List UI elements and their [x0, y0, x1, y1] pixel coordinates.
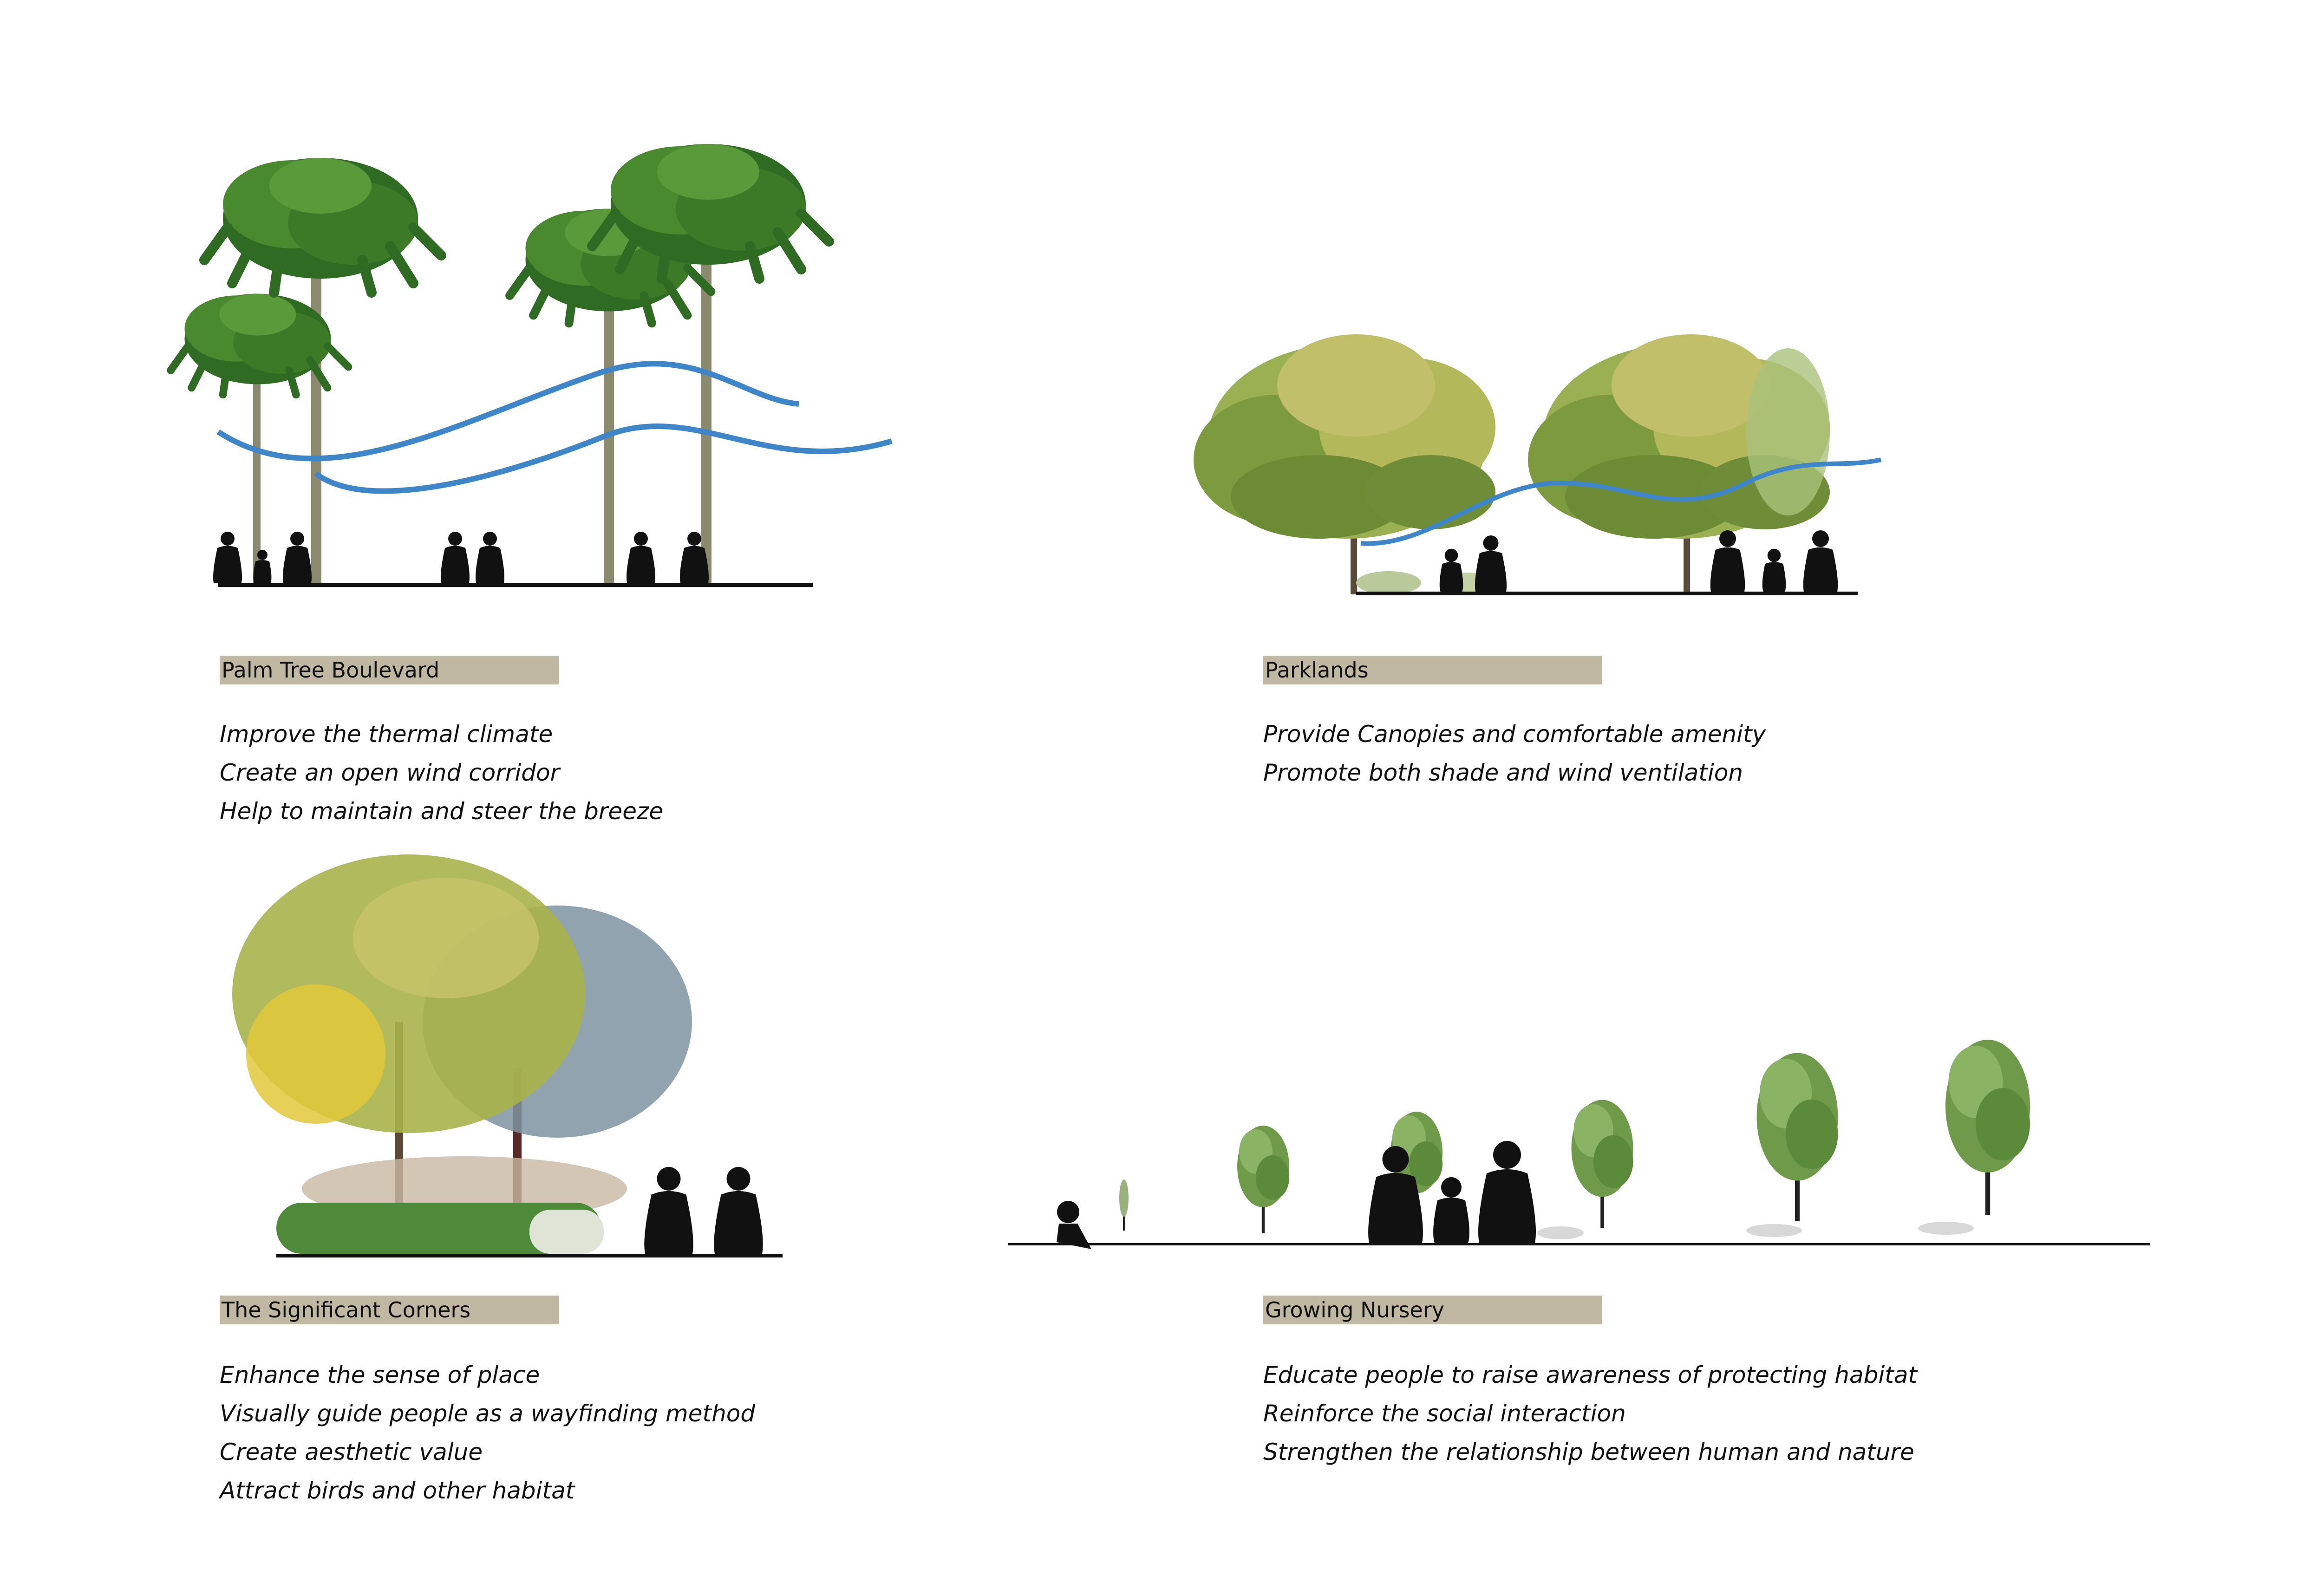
panel-points-palm: Improve the thermal climate Create an op…	[220, 715, 663, 831]
person-silhouette-icon	[644, 1167, 693, 1254]
ground-line	[276, 1254, 783, 1257]
benefit-item: Educate people to raise awareness of pro…	[1263, 1356, 1917, 1394]
ground-line	[1008, 1243, 2150, 1245]
person-silhouette-icon	[283, 532, 312, 583]
benefit-item: Reinforce the social interaction	[1263, 1394, 1917, 1433]
panel-title-palm: Palm Tree Boulevard	[220, 656, 559, 684]
palm-tree-icon	[204, 158, 441, 293]
person-silhouette-icon	[1803, 530, 1838, 592]
sapling-icon	[1757, 1053, 1838, 1222]
person-silhouette-icon	[627, 532, 655, 583]
person-silhouette-icon	[476, 532, 504, 583]
sapling-icon	[1945, 1040, 2030, 1215]
benefit-item: Strengthen the relationship between huma…	[1263, 1433, 1917, 1472]
person-silhouette-icon	[1433, 1177, 1469, 1243]
sapling-icon	[1572, 1100, 1633, 1228]
panel-title-nursery: Growing Nursery	[1263, 1296, 1602, 1324]
person-silhouette-icon	[1478, 1141, 1536, 1243]
shrub	[1356, 571, 1421, 594]
deciduous-tree-icon	[1194, 334, 1495, 539]
person-silhouette-icon	[1475, 535, 1507, 592]
palm-trunk	[701, 223, 711, 585]
benefit-item: Help to maintain and steer the breeze	[220, 792, 663, 831]
benefit-item: Improve the thermal climate	[220, 715, 663, 754]
panel-points-parklands: Provide Canopies and comfortable amenity…	[1263, 715, 1766, 792]
benefit-item: Attract birds and other habitat	[220, 1472, 755, 1510]
hedge-icon	[529, 1210, 604, 1254]
wind-flow-icon	[218, 364, 799, 458]
parklands-illustration	[1194, 334, 1881, 595]
growing-nursery-illustration	[1008, 1040, 2150, 1249]
person-silhouette-icon	[213, 532, 242, 583]
panel-title-parklands: Parklands	[1263, 656, 1602, 684]
ground-line	[218, 583, 813, 587]
benefit-item: Create aesthetic value	[220, 1433, 755, 1472]
panel-points-corners: Enhance the sense of place Visually guid…	[220, 1356, 755, 1510]
benefit-item: Create an open wind corridor	[220, 754, 663, 792]
panel-points-nursery: Educate people to raise awareness of pro…	[1263, 1356, 1917, 1472]
person-silhouette-icon	[441, 532, 470, 583]
palm-tree-icon	[171, 294, 349, 395]
ground-line	[1356, 592, 1858, 595]
person-silhouette-icon	[1440, 549, 1463, 592]
benefit-item: Provide Canopies and comfortable amenity	[1263, 715, 1766, 754]
significant-corners-illustration	[232, 854, 783, 1257]
person-silhouette-icon	[714, 1167, 763, 1254]
person-silhouette-icon	[1710, 530, 1745, 592]
person-silhouette-icon	[1762, 549, 1786, 592]
palm-boulevard-illustration	[171, 144, 892, 587]
person-silhouette-icon	[1057, 1201, 1079, 1223]
benefit-item: Visually guide people as a wayfinding me…	[220, 1394, 755, 1433]
panel-title-corners: The Significant Corners	[220, 1296, 559, 1324]
palm-tree-icon	[592, 144, 829, 279]
benefit-item: Enhance the sense of place	[220, 1356, 755, 1394]
deciduous-tree-icon	[1746, 348, 1830, 515]
sapling-icon	[1237, 1126, 1289, 1233]
benefit-item: Promote both shade and wind ventilation	[1263, 754, 1766, 792]
